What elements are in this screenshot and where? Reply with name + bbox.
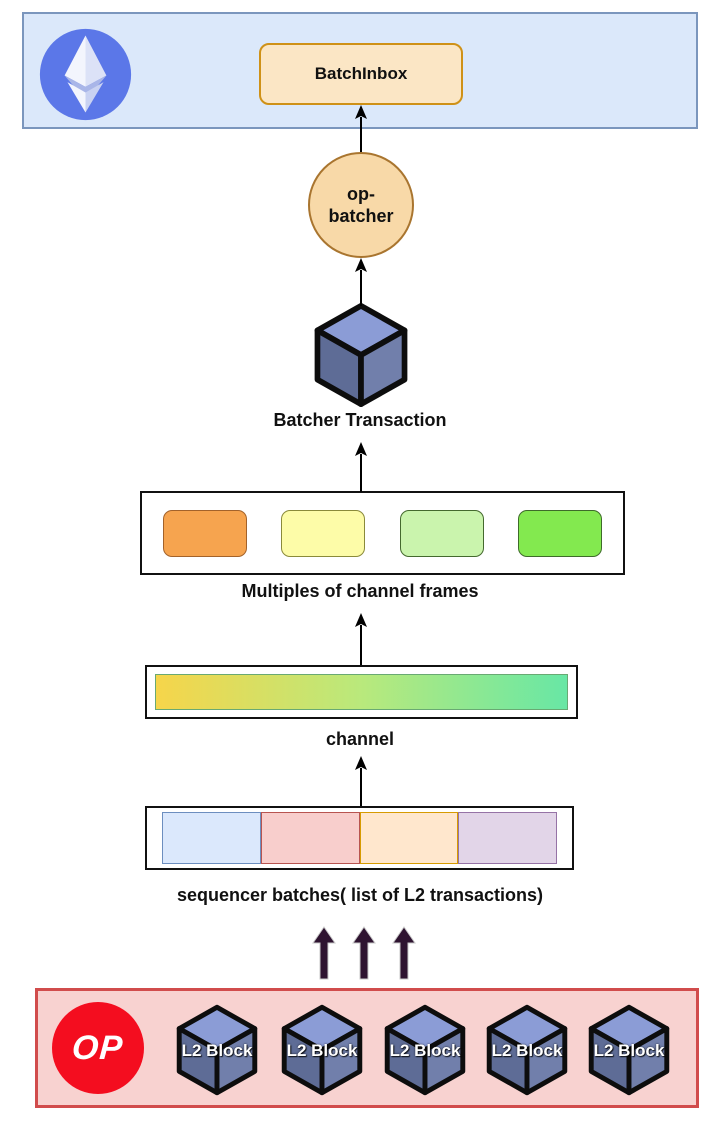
arrow-up-to-op-batcher — [355, 258, 367, 306]
batch-segment-3 — [359, 812, 459, 864]
arrow-up-to-batcher-transaction — [355, 442, 367, 492]
sequencer-batches-label: sequencer batches( list of L2 transactio… — [176, 885, 544, 905]
channel-frames-box — [140, 491, 625, 575]
op-logo-label: OP — [71, 1028, 125, 1067]
l2-banner — [35, 988, 699, 1108]
channel-frames-label: Multiples of channel frames — [241, 581, 479, 601]
cube-icon — [176, 1004, 258, 1096]
optimism-logo-icon: OP — [52, 1002, 144, 1094]
op-batcher-node: op- batcher — [308, 152, 414, 258]
l2-block-cube-1: L2 Block — [175, 1004, 259, 1096]
block-arrow-2 — [352, 926, 376, 980]
l2-block-label: L2 Block — [286, 1040, 358, 1060]
l2-block-cube-2: L2 Block — [280, 1004, 364, 1096]
batcher-transaction-cube-icon — [314, 302, 408, 408]
cube-icon — [384, 1004, 466, 1096]
channel-frame-3 — [399, 509, 484, 557]
channel-frame-4 — [517, 509, 602, 557]
l2-block-cube-5: L2 Block — [587, 1004, 671, 1096]
arrow-up-to-channel — [355, 756, 367, 806]
batchinbox-label: BatchInbox — [314, 64, 408, 83]
batch-segment-1 — [162, 812, 261, 864]
batch-segment-4 — [458, 812, 557, 864]
batchinbox-node: BatchInbox — [259, 43, 463, 105]
ethereum-icon — [39, 28, 132, 121]
l2-block-label: L2 Block — [181, 1040, 253, 1060]
l2-block-cube-4: L2 Block — [485, 1004, 569, 1096]
channel-frame-2 — [281, 509, 366, 557]
batcher-transaction-label: Batcher Transaction — [273, 410, 447, 430]
batch-segment-2 — [260, 812, 360, 864]
l2-block-label: L2 Block — [491, 1040, 563, 1060]
cube-icon — [486, 1004, 568, 1096]
cube-icon — [588, 1004, 670, 1096]
channel-frame-1 — [163, 509, 247, 557]
sequencer-batches-box — [145, 806, 574, 870]
l2-block-label: L2 Block — [593, 1040, 665, 1060]
l2-block-cube-3: L2 Block — [383, 1004, 467, 1096]
channel-gradient-bar — [155, 674, 568, 710]
block-arrow-1 — [312, 926, 336, 980]
op-batcher-label-line1: op- — [347, 183, 375, 204]
arrow-up-to-batchinbox — [355, 105, 367, 152]
channel-label: channel — [325, 729, 395, 749]
op-batcher-label-line2: batcher — [328, 206, 394, 226]
channel-box — [145, 665, 578, 719]
l2-block-label: L2 Block — [389, 1040, 461, 1060]
block-arrow-3 — [392, 926, 416, 980]
cube-icon — [281, 1004, 363, 1096]
arrow-up-to-frames — [355, 613, 367, 665]
